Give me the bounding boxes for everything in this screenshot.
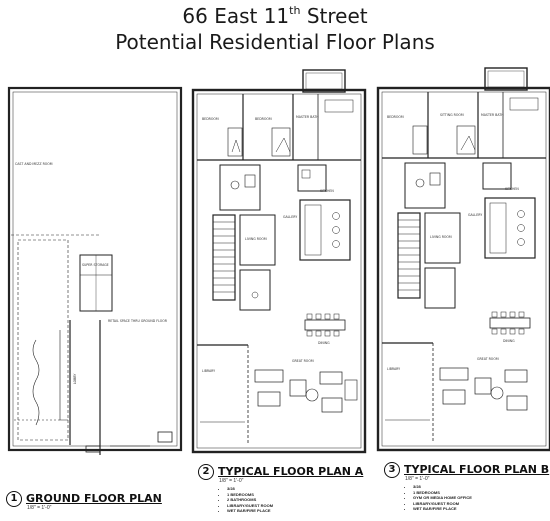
- room-label: GREAT ROOM: [292, 359, 314, 363]
- room-label: BEDROOM: [255, 117, 272, 121]
- room-label: BEDROOM: [202, 117, 219, 121]
- note-item: 1 BEDROOMS: [413, 490, 472, 496]
- note-item: 1 BEDROOMS: [227, 492, 273, 498]
- room-label: GREAT ROOM: [477, 357, 499, 361]
- room-label: LIBRARY: [387, 367, 400, 371]
- note-item: 3/28: [413, 484, 472, 490]
- room-label: KITCHEN: [505, 187, 519, 191]
- room-label: GALLERY: [468, 213, 482, 217]
- note-item: WET BAR/FIRE PLACE: [227, 508, 273, 514]
- note-item: GYM OR MEDIA HOME OFFICE: [413, 495, 472, 501]
- note-item: WET BAR/FIRE PLACE: [413, 506, 472, 512]
- page-subtitle: Potential Residential Floor Plans: [115, 30, 435, 54]
- plan-scale: 1/8" = 1'-0": [27, 505, 52, 511]
- room-label: CAST AND MEZZ ROOM: [15, 162, 53, 166]
- room-label: LIBRARY: [202, 369, 215, 373]
- room-label: DINING: [503, 339, 515, 343]
- ground-floor-plan: [7, 86, 183, 455]
- room-label: LIVING ROOM: [245, 237, 267, 241]
- room-label: MASTER BATH: [481, 113, 504, 117]
- page-title: 66 East 11th Street: [182, 4, 368, 28]
- room-label: LIVING ROOM: [430, 235, 452, 239]
- note-item: LIBRARY/GUEST ROOM: [227, 503, 273, 509]
- typical-floor-plan-a: [191, 69, 367, 454]
- room-label: BEDROOM: [387, 115, 404, 119]
- note-item: 2 BATHROOMS: [227, 497, 273, 503]
- plan-b-notes: 3/28 1 BEDROOMS GYM OR MEDIA HOME OFFICE…: [405, 484, 472, 512]
- room-label: MASTER BATH: [296, 115, 319, 119]
- plan-a-notes: 3/28 1 BEDROOMS 2 BATHROOMS LIBRARY/GUES…: [219, 486, 273, 514]
- room-label: SUPER STORAGE: [82, 263, 109, 267]
- plan-scale: 1/8" = 1'-0": [405, 476, 430, 482]
- room-label: LOBBY: [73, 374, 77, 384]
- note-item: 3/28: [227, 486, 273, 492]
- room-label: GALLERY: [283, 215, 297, 219]
- room-label: RETAIL SPACE THRU GROUND FLOOR: [108, 319, 168, 323]
- room-label: SITTING ROOM: [440, 113, 464, 117]
- note-item: LIBRARY/GUEST ROOM: [413, 501, 472, 507]
- typical-floor-plan-b: [376, 67, 550, 452]
- room-label: DINING: [318, 341, 330, 345]
- room-label: KITCHEN: [320, 189, 334, 193]
- plan-scale: 1/8" = 1'-0": [219, 478, 244, 484]
